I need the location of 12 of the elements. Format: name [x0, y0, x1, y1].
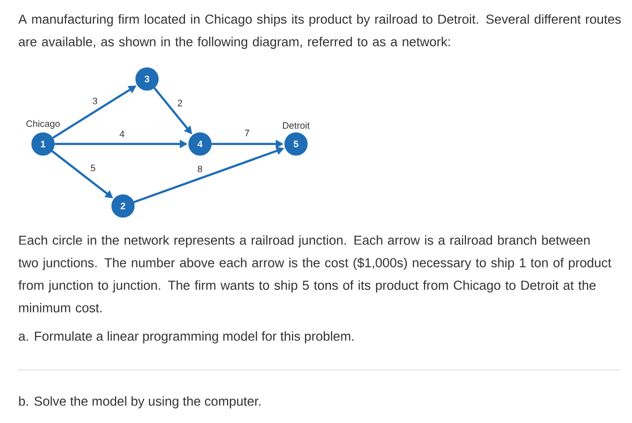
edge-label: 7 [244, 130, 250, 136]
paragraph: A manufacturing firm located in Chicago ships its product by railroad to Detroit. Several different routes are available, as shown in the following diagram, referred to as a network: [18, 14, 621, 49]
edge-label: 3 [92, 98, 98, 104]
edge-label: 5 [90, 164, 96, 172]
edge-label: 4 [120, 130, 124, 138]
paragraph: Each circle in the network represents a railroad junction. Each arrow is a railroad branch between two junctions. The number above each arrow is the cost ($1,000s) necessary to ship 1 ton of product from junction to junction. The firm wants to ship 5 tons of its product from Chicago to Detroit at the minimum cost. [18, 235, 612, 312]
edge-label: 8 [198, 166, 202, 172]
edge-label: 2 [178, 100, 182, 106]
city-label: Chicago [26, 120, 60, 129]
paragraph: a. Formulate a linear programming model for this problem. [18, 331, 354, 344]
city-label: Detroit [283, 122, 310, 129]
paragraph: b. Solve the model by using the computer. [19, 396, 260, 408]
